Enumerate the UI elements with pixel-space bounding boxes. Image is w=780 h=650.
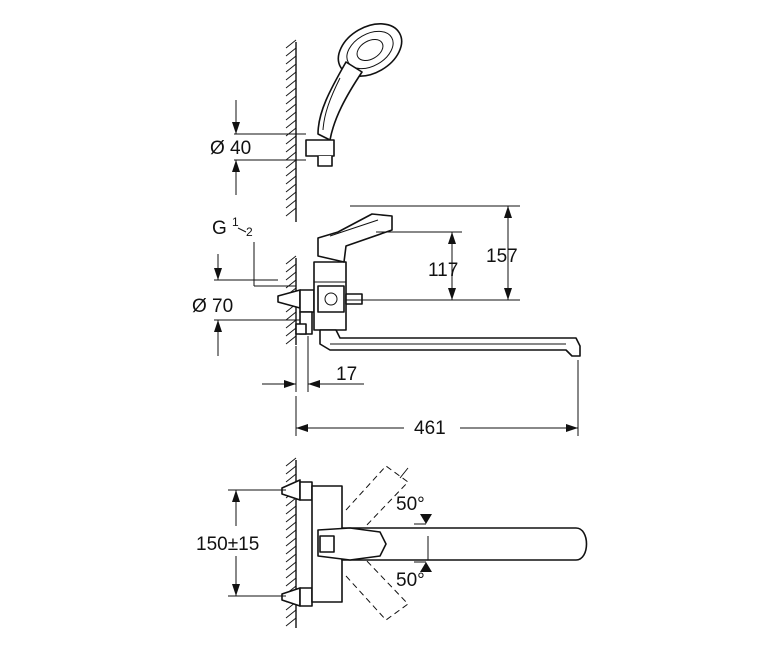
mixer-side-view [277, 213, 581, 357]
wall-hatch-line [285, 47, 297, 57]
wall-hatch-line [285, 457, 297, 467]
wall-hatch-line [285, 529, 297, 539]
wall-hatch-line [285, 255, 297, 265]
wall-hatch-line [285, 143, 297, 153]
wall-hatch-line [285, 537, 297, 547]
center-distance-label: 150±15 [196, 534, 259, 555]
swivel-angle-bottom-label: 50° [396, 570, 425, 591]
hose-diameter-label: Ø 40 [210, 138, 251, 159]
wall-hatch-line [285, 111, 297, 121]
wall-offset-label: 17 [336, 364, 357, 385]
wall-hatch-line [285, 545, 297, 555]
wall-hatch-line [285, 497, 297, 507]
wall-hatch-line [285, 191, 297, 201]
wall-hatch-line [285, 63, 297, 73]
angle-marker-top: 50° [396, 467, 432, 525]
wall-hatch-line [285, 327, 297, 337]
wall-hatch-line [285, 569, 297, 579]
dim-wall-offset: 17 [262, 336, 364, 392]
wall-hatch-line [285, 505, 297, 515]
wall-hatch-line [285, 87, 297, 97]
thread-denominator: 2 [246, 225, 253, 239]
thread-numerator: 1 [232, 215, 239, 229]
dim-handle-height: 117 [428, 232, 458, 300]
wall-hatch-line [285, 55, 297, 65]
swivel-angle-top-label: 50° [396, 494, 425, 515]
wall-hatch-line [285, 71, 297, 81]
wall-hatch-line [285, 465, 297, 475]
wall-upper [285, 39, 297, 222]
wall-hatch-line [285, 151, 297, 161]
wall-hatch-line [285, 79, 297, 89]
wall-hatch-line [285, 135, 297, 145]
wall-hatch-line [285, 103, 297, 113]
wall-hatch-line [285, 335, 297, 345]
mixer-top-view [281, 465, 588, 621]
handle-height-label: 117 [428, 260, 458, 281]
dim-hose-diameter: Ø 40 [210, 100, 306, 195]
wall-hatch-line [285, 609, 297, 619]
wall-hatch-line [285, 127, 297, 137]
rosette-diameter-label: Ø 70 [192, 296, 233, 317]
hand-shower [305, 23, 403, 167]
wall-hatch-line [285, 95, 297, 105]
wall-hatch-line [285, 617, 297, 627]
wall-hatch-line [285, 271, 297, 281]
dim-spout-length: 461 [295, 360, 579, 439]
dim-center-distance: 150±15 [196, 489, 286, 597]
wall-hatch-line [285, 561, 297, 571]
wall-hatch-line [285, 207, 297, 217]
wall-hatch-line [285, 513, 297, 523]
wall-hatch-line [285, 279, 297, 289]
wall-hatch-line [285, 319, 297, 329]
wall-hatch-line [285, 311, 297, 321]
wall-hatch-line [285, 263, 297, 273]
wall-hatch-line [285, 175, 297, 185]
dim-total-height: 157 [486, 206, 518, 300]
wall-hatch-line [285, 167, 297, 177]
wall-hatch-line [285, 119, 297, 129]
total-height-label: 157 [486, 246, 518, 267]
wall-hatch-line [285, 521, 297, 531]
wall-hatch-line [285, 553, 297, 563]
wall-hatch-line [285, 199, 297, 209]
thread-label: G [212, 218, 227, 239]
angle-marker-bottom: 50° [396, 536, 432, 591]
dim-rosette-diameter: Ø 70 [192, 254, 300, 356]
wall-hatch-line [285, 39, 297, 49]
wall-hatch-line [285, 473, 297, 483]
dim-thread: G 1 2 [212, 215, 296, 287]
spout-length-label: 461 [414, 418, 446, 439]
wall-hatch-line [285, 159, 297, 169]
wall-hatch-line [285, 577, 297, 587]
wall-hatch-line [285, 183, 297, 193]
